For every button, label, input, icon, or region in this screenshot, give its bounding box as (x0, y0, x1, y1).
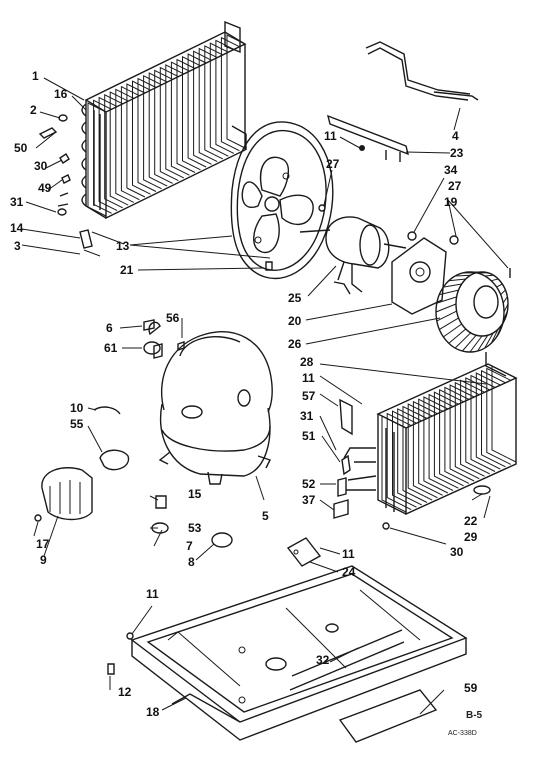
part-number-50: 50 (14, 141, 28, 155)
part-number-61: 61 (104, 341, 118, 355)
part-number-2: 2 (30, 103, 37, 117)
condenser-fittings (38, 114, 125, 257)
part-number-32: 32 (316, 653, 330, 667)
part-number-37: 37 (302, 493, 316, 507)
part-number-52: 52 (302, 477, 316, 491)
part-number-55: 55 (70, 417, 84, 431)
part-number-30a: 30 (34, 159, 48, 173)
part-number-8: 8 (188, 555, 195, 569)
part-number-10: 10 (70, 401, 84, 415)
part-number-30b: 30 (450, 545, 464, 559)
evaporator-coil (376, 352, 518, 516)
part-number-49: 49 (38, 181, 52, 195)
part-number-27b: 27 (448, 179, 462, 193)
part-number-13: 13 (116, 239, 130, 253)
fan-motor (299, 216, 407, 295)
part-number-12: 12 (118, 685, 132, 699)
part-number-22: 22 (464, 514, 478, 528)
part-number-20: 20 (288, 314, 302, 328)
part-number-17: 17 (36, 537, 50, 551)
part-number-56: 56 (166, 311, 180, 325)
part-number-3: 3 (14, 239, 21, 253)
part-number-59: 59 (464, 681, 478, 695)
part-number-27a: 27 (326, 157, 340, 171)
part-number-5: 5 (262, 509, 269, 523)
part-number-1: 1 (32, 69, 39, 83)
blower-wheel (435, 271, 509, 353)
motor-mount-plate (391, 237, 447, 315)
part-number-28: 28 (300, 355, 314, 369)
part-number-9: 9 (40, 553, 47, 567)
part-number-7: 7 (186, 539, 193, 553)
terminal-cover (34, 467, 93, 522)
part-number-25: 25 (288, 291, 302, 305)
top-bracket-parts (318, 41, 511, 278)
part-number-16: 16 (54, 87, 68, 101)
part-number-26: 26 (288, 337, 302, 351)
part-number-57: 57 (302, 389, 316, 403)
page-code: B-5 (466, 710, 483, 721)
condenser-tube-bends (81, 103, 101, 210)
part-number-23: 23 (450, 146, 464, 160)
part-number-18: 18 (146, 705, 160, 719)
bracket-24 (286, 537, 322, 567)
part-number-24: 24 (342, 565, 356, 579)
part-number-29: 29 (464, 530, 478, 544)
part-number-11c: 11 (342, 547, 355, 561)
compressor (148, 321, 273, 485)
part-number-19: 19 (444, 195, 458, 209)
part-number-31b: 31 (300, 409, 314, 423)
part-number-53: 53 (188, 521, 202, 535)
part-number-11d: 11 (146, 587, 159, 601)
condenser-coil (84, 20, 247, 220)
part-number-11b: 11 (302, 371, 315, 385)
part-number-51: 51 (302, 429, 316, 443)
part-number-6: 6 (106, 321, 113, 335)
part-number-4: 4 (452, 129, 459, 143)
part-number-31a: 31 (10, 195, 24, 209)
part-number-21: 21 (120, 263, 134, 277)
part-number-11a: 11 (324, 129, 337, 143)
part-number-34: 34 (444, 163, 458, 177)
base-pan (107, 565, 468, 743)
part-number-14: 14 (10, 221, 24, 235)
part-number-15: 15 (188, 487, 202, 501)
evaporator-tubes (333, 398, 491, 530)
leader-lines (21, 77, 509, 715)
drawing-code: AC-338D (448, 730, 477, 737)
